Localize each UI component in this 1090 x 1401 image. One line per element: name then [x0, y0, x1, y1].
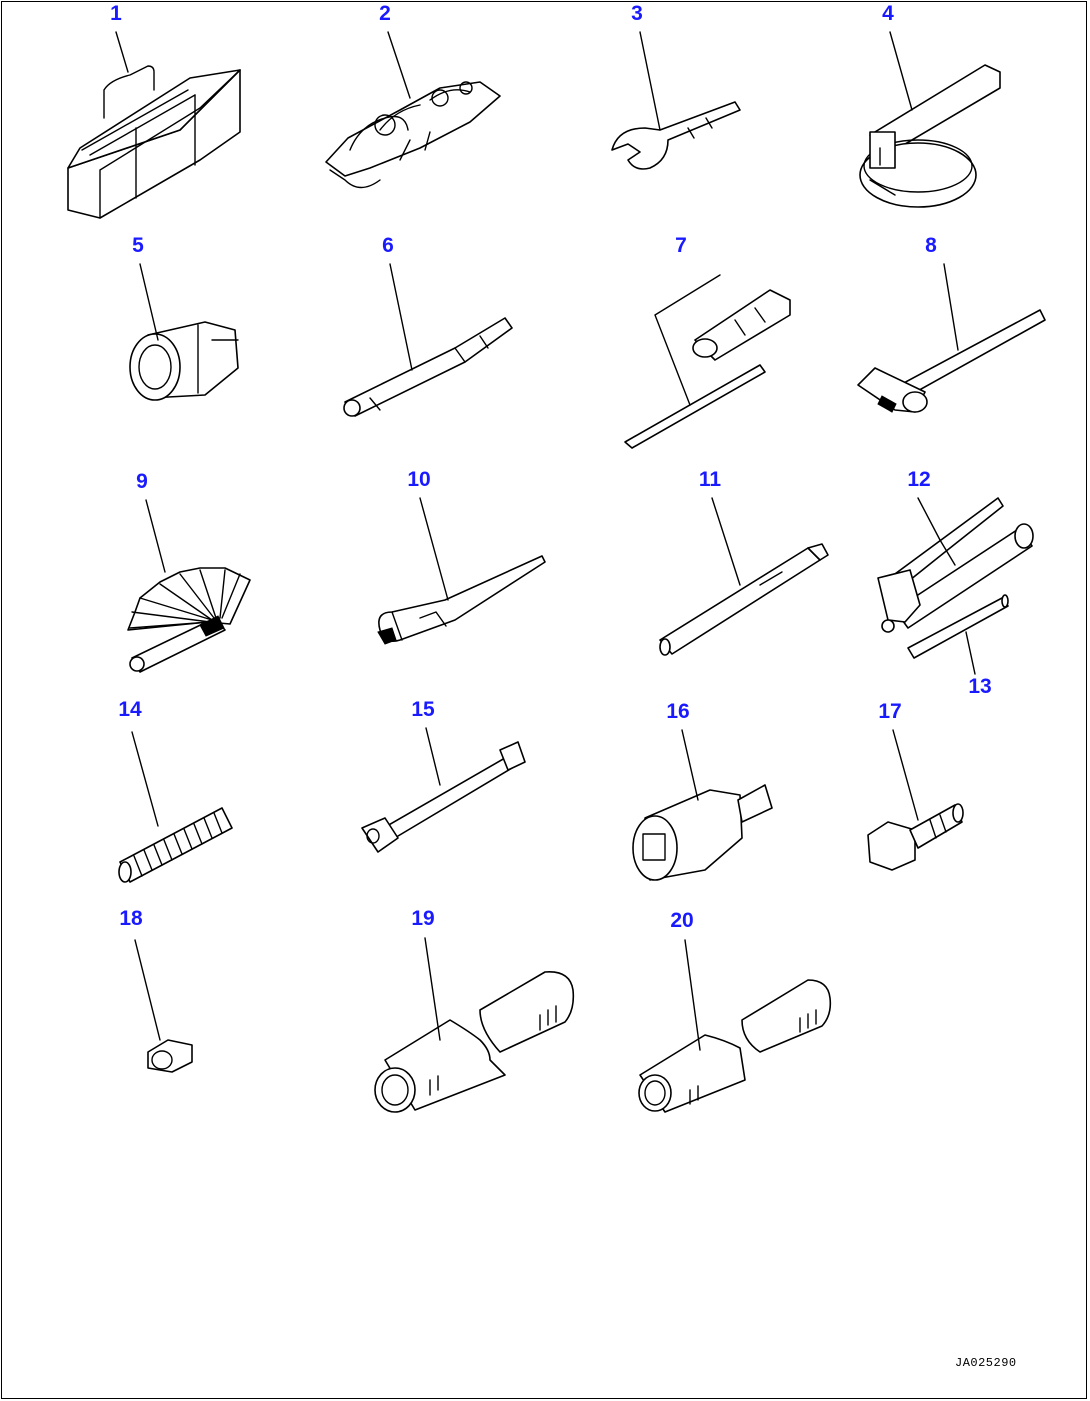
part-6-extension-bar [343, 317, 513, 417]
part-number-label: 6 [382, 234, 394, 257]
part-9-feeler-gauge [127, 567, 251, 673]
part-1-tool-bag [67, 65, 241, 219]
part-number-label: 19 [411, 907, 435, 930]
part-number-label: 17 [878, 700, 902, 723]
part-number-label: 8 [925, 234, 937, 257]
part-number-label: 10 [407, 468, 431, 491]
part-number-label: 11 [698, 468, 722, 491]
part-number-label: 2 [379, 2, 391, 25]
part-5-socket [129, 321, 239, 401]
part-16-socket-adapter [632, 784, 773, 881]
part-7-screwdriver-set [624, 274, 791, 449]
part-15-box-wrench [361, 741, 526, 853]
part-number-label: 12 [907, 468, 931, 491]
part-17-bolt [867, 803, 964, 871]
part-number-label: 16 [666, 700, 690, 723]
part-10-pry-bar [377, 555, 546, 645]
part-number-label: 14 [118, 698, 142, 721]
part-3-wrench [611, 101, 741, 170]
part-number-label: 5 [132, 234, 144, 257]
part-4-filter-wrench [859, 64, 1001, 208]
part-number-label: 3 [631, 2, 643, 25]
part-19-pipe [374, 971, 575, 1113]
part-number-label: 1 [110, 2, 122, 25]
part-number-label: 7 [675, 234, 687, 257]
part-12-grease-gun [877, 497, 1034, 633]
part-number-label: 9 [136, 470, 148, 493]
leader-lines [115, 31, 976, 1051]
part-18-nut [147, 1039, 193, 1073]
part-11-bar [659, 543, 829, 656]
part-8-hammer [857, 309, 1046, 413]
part-number-label: 4 [882, 2, 894, 25]
part-number-label: 20 [670, 909, 694, 932]
part-14-spring [118, 807, 233, 883]
part-2-spanner-set [325, 81, 501, 189]
figure-code: JA025290 [955, 1356, 1017, 1370]
part-number-label: 15 [411, 698, 435, 721]
part-number-label: 18 [119, 907, 143, 930]
part-number-label: 13 [968, 675, 992, 698]
part-13-nozzle [907, 594, 1009, 659]
part-20-pipe [638, 979, 832, 1113]
